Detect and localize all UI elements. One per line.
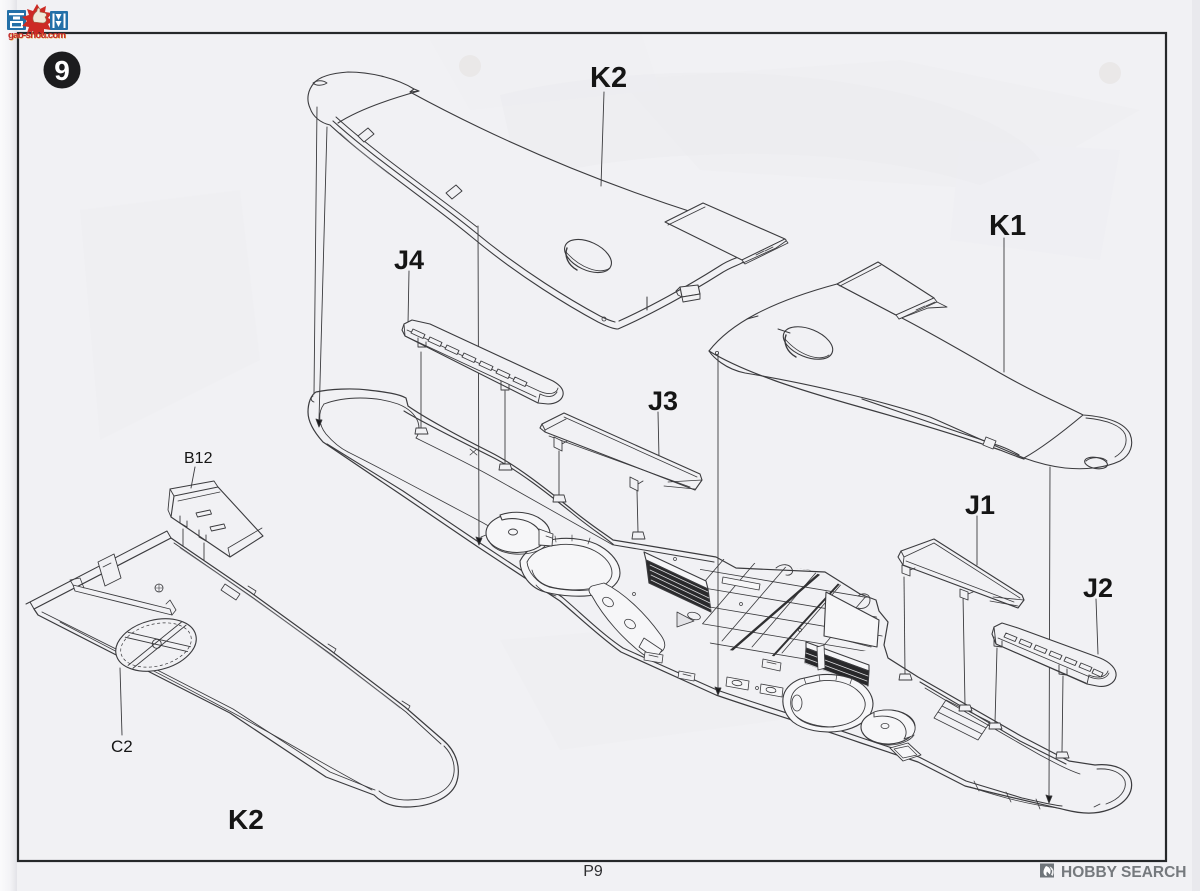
svg-text:J2: J2 bbox=[1083, 573, 1113, 603]
svg-text:C2: C2 bbox=[111, 737, 133, 756]
svg-text:B12: B12 bbox=[184, 450, 213, 467]
svg-text:K2: K2 bbox=[228, 804, 264, 835]
svg-text:gao-shou.com: gao-shou.com bbox=[8, 30, 66, 41]
svg-text:HOBBY SEARCH: HOBBY SEARCH bbox=[1061, 864, 1187, 881]
svg-text:J3: J3 bbox=[648, 386, 678, 416]
svg-text:9: 9 bbox=[54, 55, 70, 86]
svg-text:J4: J4 bbox=[394, 245, 424, 275]
svg-text:gao-shou.com: gao-shou.com bbox=[9, 31, 67, 42]
svg-text:K1: K1 bbox=[989, 210, 1026, 242]
svg-text:K2: K2 bbox=[590, 62, 627, 94]
svg-text:J1: J1 bbox=[965, 490, 995, 520]
svg-text:P9: P9 bbox=[583, 863, 603, 880]
